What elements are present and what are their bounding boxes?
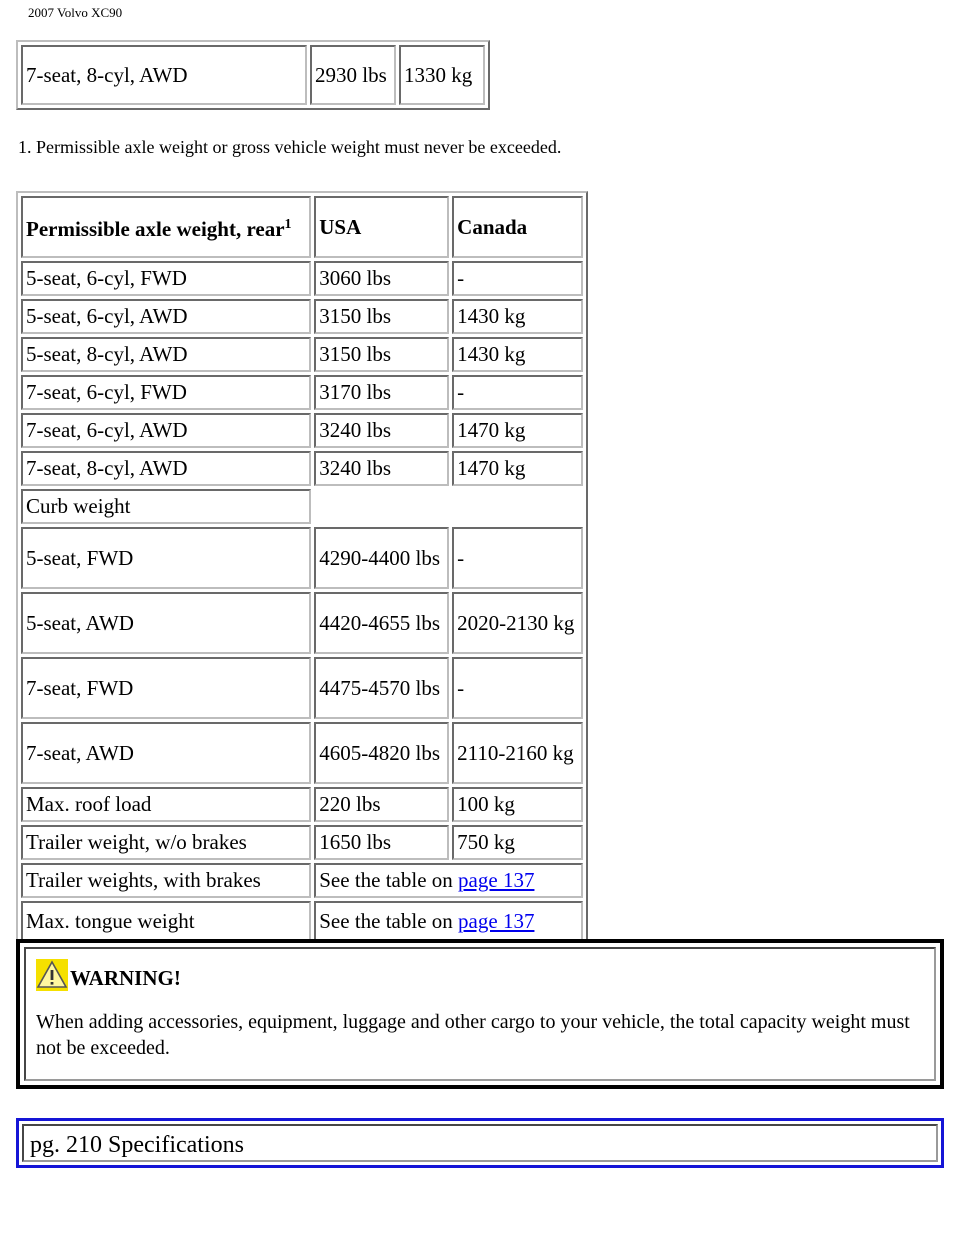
table-row: Max. tongue weight See the table on page… [21,901,583,941]
reference-text: See the table on [319,908,459,933]
usa-cell: 3150 lbs [314,299,450,334]
reference-cell: See the table on page 137 [314,901,583,941]
table-row: 7-seat, 8-cyl, AWD 2930 lbs 1330 kg [21,45,485,105]
model-cell: 7-seat, 8-cyl, AWD [21,45,307,105]
model-cell: 7-seat, AWD [21,722,312,784]
top-weight-table: 7-seat, 8-cyl, AWD 2930 lbs 1330 kg [16,40,490,110]
model-cell: 5-seat, FWD [21,527,312,589]
canada-cell: 750 kg [452,825,583,860]
usa-cell: 3240 lbs [314,451,450,486]
canada-cell: - [452,527,583,589]
footnote-marker: 1 [284,217,292,232]
usa-cell: 3150 lbs [314,337,450,372]
specifications-table: Permissible axle weight, rear1 USA Canad… [16,191,588,946]
header-usa: USA [314,196,450,258]
canada-cell: 2020-2130 kg [452,592,583,654]
warning-heading: WARNING! [36,959,924,991]
canada-cell: - [452,261,583,296]
usa-cell: 2930 lbs [310,45,396,105]
table-header-row: Permissible axle weight, rear1 USA Canad… [21,196,583,258]
canada-cell: - [452,657,583,719]
canada-cell: 1470 kg [452,451,583,486]
document-header: 2007 Volvo XC90 [28,5,123,20]
usa-cell: 3240 lbs [314,413,450,448]
model-cell: 7-seat, 6-cyl, FWD [21,375,312,410]
model-cell: 5-seat, 6-cyl, FWD [21,261,312,296]
model-cell: 7-seat, 8-cyl, AWD [21,451,312,486]
usa-cell: 1650 lbs [314,825,450,860]
footer-text: pg. 210 Specifications [22,1124,938,1162]
reference-cell: See the table on page 137 [314,863,583,898]
usa-cell: 4475-4570 lbs [314,657,450,719]
canada-cell: 1330 kg [399,45,485,105]
canada-cell: 1430 kg [452,299,583,334]
model-cell: Max. tongue weight [21,901,312,941]
model-cell: 5-seat, 6-cyl, AWD [21,299,312,334]
header-label-cell: Permissible axle weight, rear1 [21,196,312,258]
model-cell: 7-seat, 6-cyl, AWD [21,413,312,448]
model-cell: 7-seat, FWD [21,657,312,719]
model-cell: Trailer weights, with brakes [21,863,312,898]
header-canada: Canada [452,196,583,258]
model-cell: Trailer weight, w/o brakes [21,825,312,860]
canada-cell: 1470 kg [452,413,583,448]
footnote: 1. Permissible axle weight or gross vehi… [18,137,562,157]
header-label: Permissible axle weight, rear [26,217,285,241]
model-cell: Max. roof load [21,787,312,822]
canada-cell: 1430 kg [452,337,583,372]
warning-title: WARNING! [70,966,181,990]
usa-cell: 220 lbs [314,787,450,822]
usa-cell: 3170 lbs [314,375,450,410]
warning-box: WARNING! When adding accessories, equipm… [16,939,944,1089]
curb-weight-row: Curb weight [21,489,583,524]
usa-cell: 3060 lbs [314,261,450,296]
table-row: Trailer weights, with brakes See the tab… [21,863,583,898]
canada-cell: 100 kg [452,787,583,822]
warning-text: When adding accessories, equipment, lugg… [36,1011,910,1059]
model-cell: 5-seat, 8-cyl, AWD [21,337,312,372]
usa-cell: 4605-4820 lbs [314,722,450,784]
page-footer: pg. 210 Specifications [16,1118,944,1168]
page-137-link[interactable]: page 137 [458,868,535,892]
page-137-link[interactable]: page 137 [458,908,535,933]
usa-cell: 4420-4655 lbs [314,592,450,654]
canada-cell: - [452,375,583,410]
reference-text: See the table on [319,868,459,892]
usa-cell: 4290-4400 lbs [314,527,450,589]
canada-cell: 2110-2160 kg [452,722,583,784]
model-cell: 5-seat, AWD [21,592,312,654]
curb-weight-label: Curb weight [21,489,312,524]
warning-triangle-icon [36,959,68,991]
